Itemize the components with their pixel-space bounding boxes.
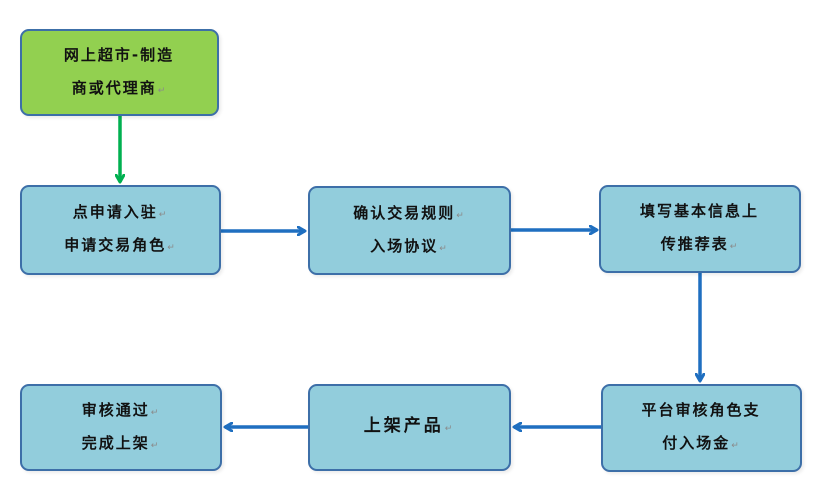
node-text-line: 入场协议 — [370, 231, 449, 264]
node-text-line: 点申请入驻 — [73, 197, 169, 230]
node-text-line: 完成上架 — [82, 428, 161, 461]
node-text-line: 填写基本信息上 — [639, 202, 759, 220]
node-confirm-rules: 确认交易规则 入场协议 — [308, 186, 511, 275]
node-text-line: 申请交易角色 — [64, 230, 177, 263]
node-text-line: 平台审核角色支 — [641, 401, 761, 419]
node-platform-review: 平台审核角色支 付入场金 — [601, 384, 802, 472]
node-approved-done: 审核通过 完成上架 — [20, 384, 222, 471]
node-apply-entry: 点申请入驻 申请交易角色 — [20, 185, 221, 275]
node-text-line: 上架产品 — [364, 411, 456, 444]
node-fill-info: 填写基本信息上 传推荐表 — [599, 185, 801, 273]
node-text-line: 传推荐表 — [661, 229, 740, 262]
node-list-product: 上架产品 — [308, 384, 511, 471]
node-supplier-start: 网上超市-制造 商或代理商 — [20, 29, 219, 116]
node-text-line: 付入场金 — [662, 428, 741, 461]
node-text-line: 审核通过 — [82, 395, 161, 428]
node-text-line: 确认交易规则 — [353, 198, 466, 231]
node-text-line: 网上超市-制造 — [63, 45, 175, 64]
node-text-line: 商或代理商 — [72, 73, 168, 106]
